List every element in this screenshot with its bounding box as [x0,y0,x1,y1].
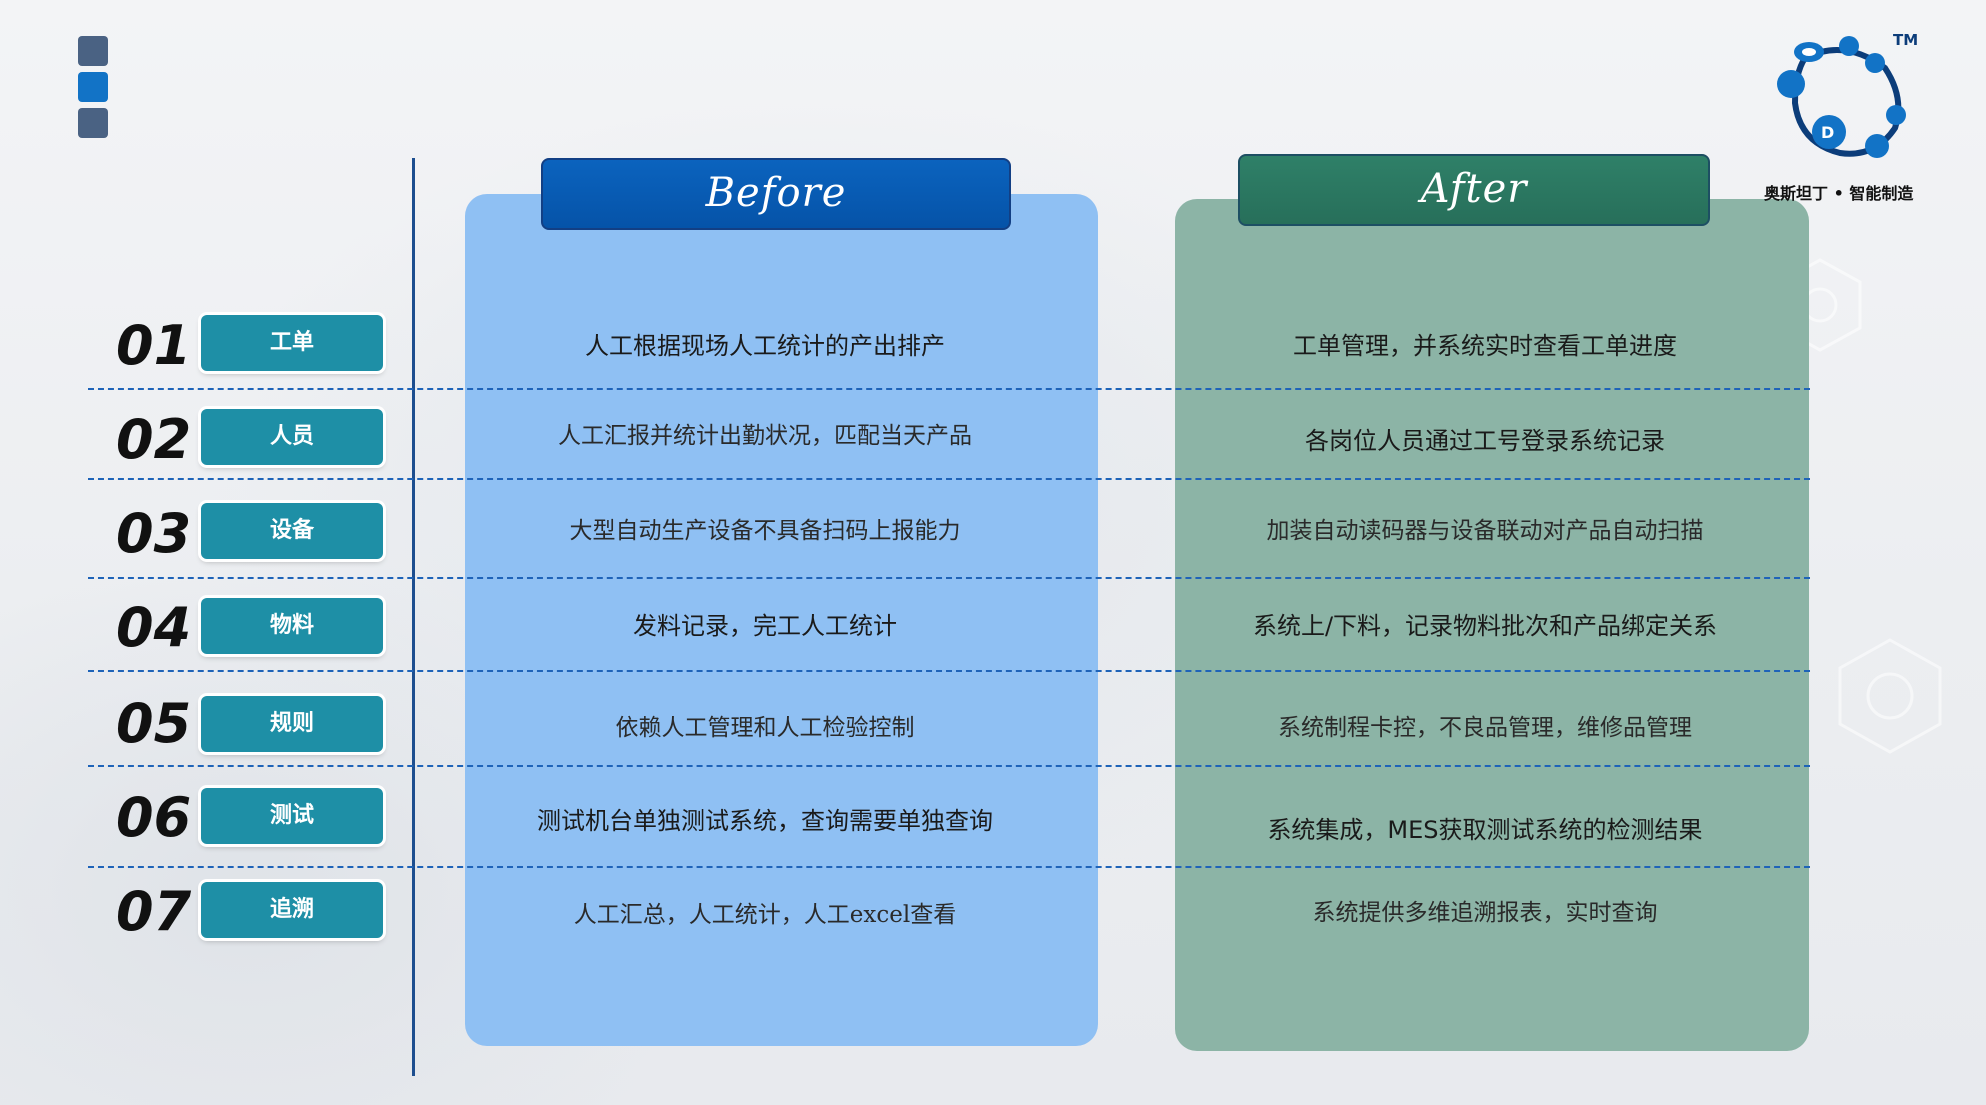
after-text: 工单管理，并系统实时查看工单进度 [1293,332,1677,360]
row-number: 05 [116,692,192,755]
category-tag-equipment: 设备 [201,503,383,559]
square-top [78,36,108,66]
row-divider [88,577,1810,579]
after-text: 系统上/下料，记录物料批次和产品绑定关系 [1252,612,1718,640]
category-tag-testing: 测试 [201,788,383,844]
before-text: 人工汇报并统计出勤状况，匹配当天产品 [558,423,972,449]
row-number: 07 [116,880,192,943]
row-number: 01 [116,314,192,377]
svg-text:D: D [1821,123,1834,142]
row-number: 04 [116,596,192,659]
row-number: 03 [116,502,192,565]
category-tag-personnel: 人员 [201,409,383,465]
after-text: 系统集成，MES获取测试系统的检测结果 [1267,816,1703,844]
company-logo-icon: D TM [1777,31,1918,158]
after-text: 系统制程卡控，不良品管理，维修品管理 [1278,715,1692,741]
row-divider [88,670,1810,672]
category-tag-traceability: 追溯 [201,882,383,938]
category-tag-rules: 规则 [201,696,383,752]
after-panel [1175,199,1809,1051]
after-text: 各岗位人员通过工号登录系统记录 [1305,427,1665,455]
row-divider [88,388,1810,390]
before-header: Before [541,158,1011,230]
row-divider [88,866,1810,868]
row-number: 06 [116,786,192,849]
row-divider [88,765,1810,767]
trademark-mark: TM [1893,31,1918,49]
before-text: 人工根据现场人工统计的产出排产 [585,332,945,360]
row-divider [88,478,1810,480]
square-middle [78,72,108,102]
after-text: 系统提供多维追溯报表，实时查询 [1312,900,1658,926]
before-text: 依赖人工管理和人工检验控制 [615,715,915,741]
category-tag-material: 物料 [201,598,383,654]
category-tag-work-order: 工单 [201,315,383,371]
row-number: 02 [116,408,192,471]
vertical-divider [412,158,415,1076]
before-panel [465,194,1098,1046]
before-text: 大型自动生产设备不具备扫码上报能力 [569,518,961,544]
before-text: 人工汇总，人工统计，人工excel查看 [573,902,957,928]
after-header: After [1238,154,1710,226]
after-text: 加装自动读码器与设备联动对产品自动扫描 [1266,518,1704,544]
before-text: 测试机台单独测试系统，查询需要单独查询 [537,807,993,835]
before-text: 发料记录，完工人工统计 [633,612,897,640]
square-bottom [78,108,108,138]
company-name: 奥斯坦丁 • 智能制造 [1764,184,1914,203]
